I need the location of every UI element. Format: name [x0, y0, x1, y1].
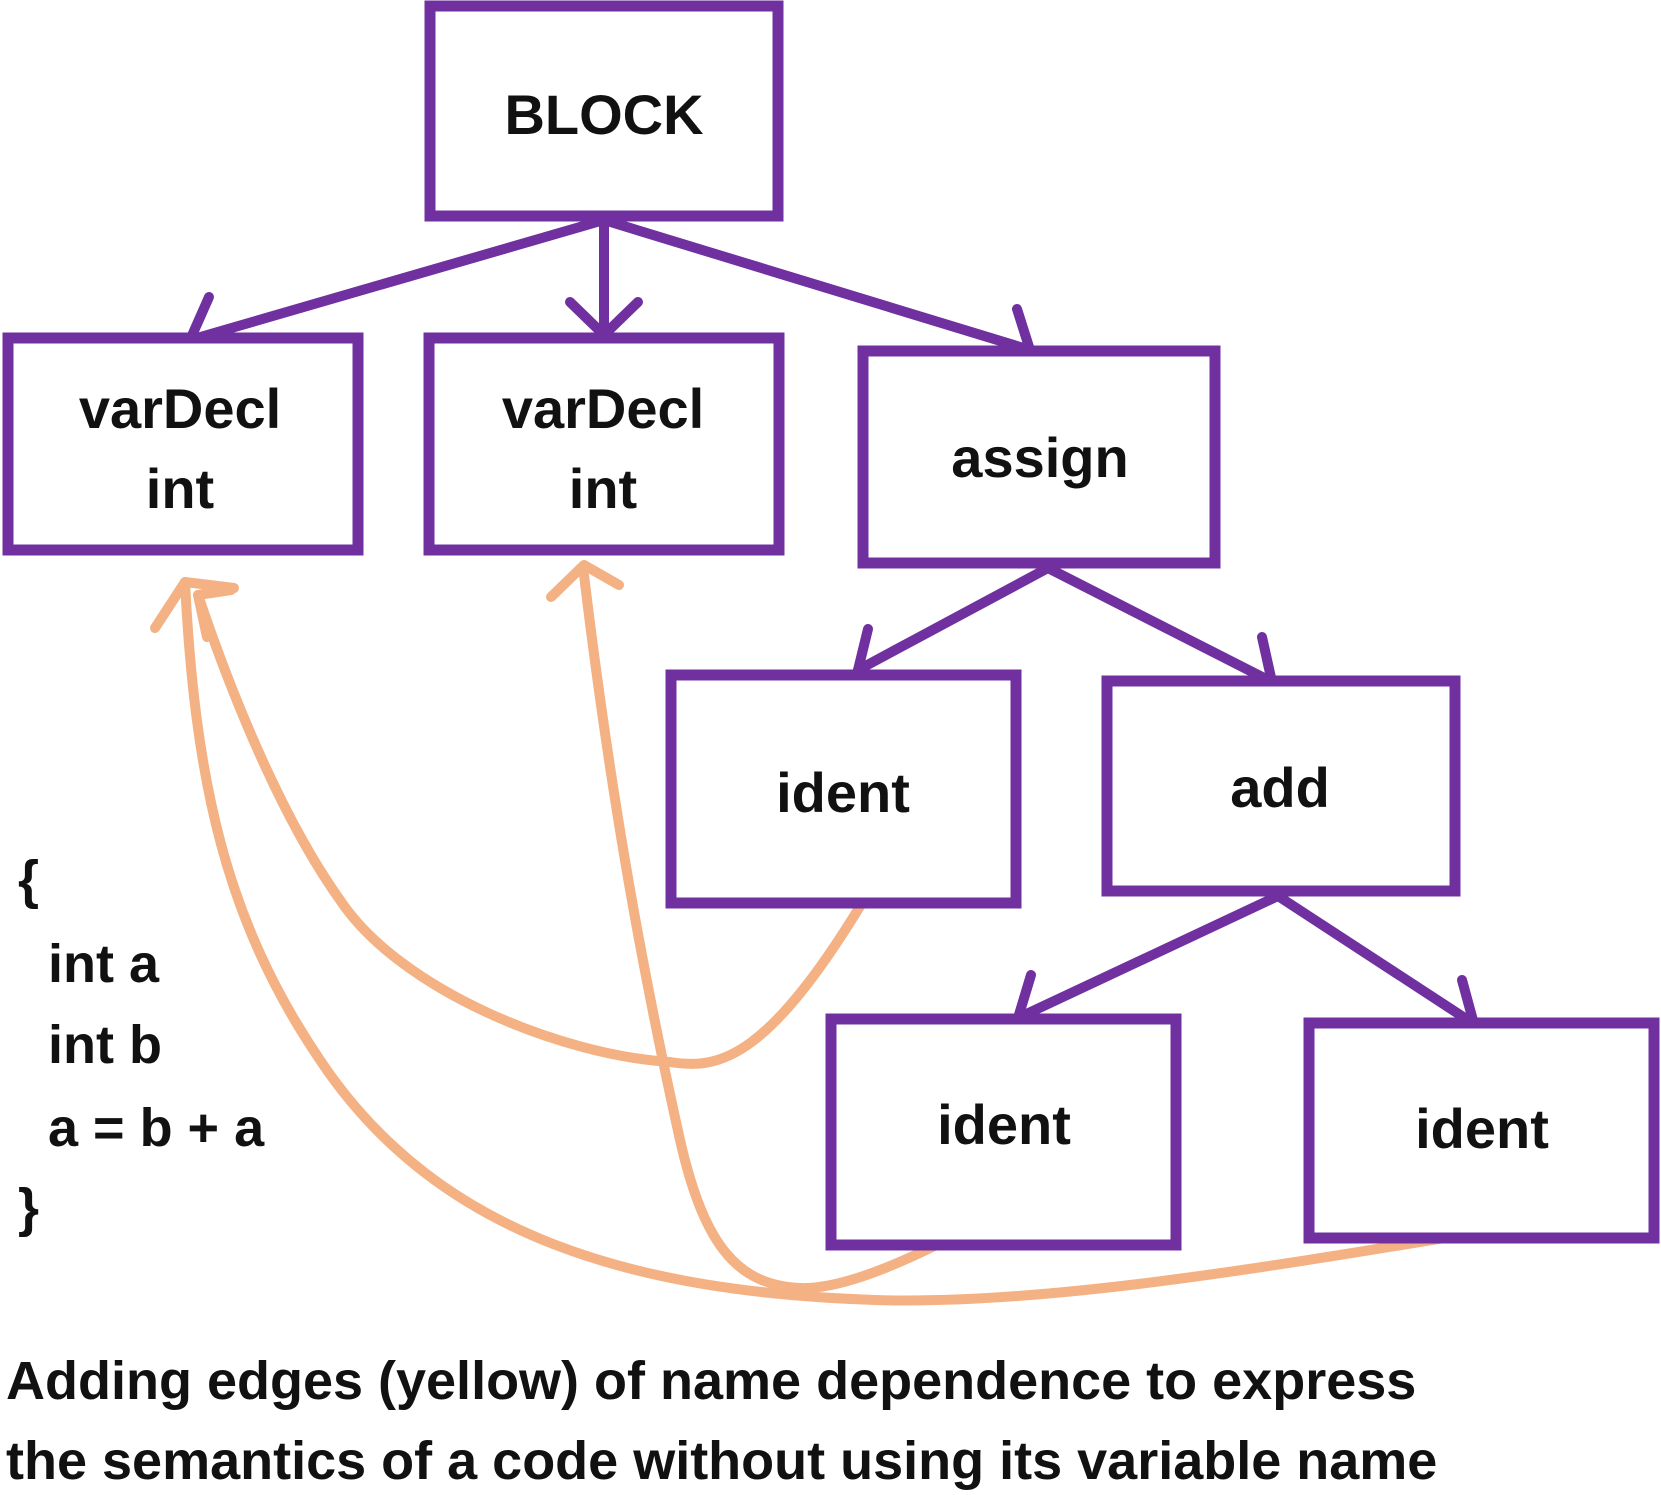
- node-vardecl-b-label-line1: varDecl: [502, 377, 704, 440]
- node-ident-a-box: [1303, 1017, 1660, 1244]
- code-line-assignment: a = b + a: [48, 1098, 265, 1158]
- name-edge-ident-target-arrowhead: [193, 585, 236, 642]
- node-labels: BLOCK varDecl int varDecl int assign ide…: [79, 83, 1549, 1160]
- node-ident-b-label: ident: [937, 1093, 1071, 1156]
- caption-line-1: Adding edges (yellow) of name dependence…: [6, 1351, 1416, 1411]
- node-vardecl-b-label-line2: int: [569, 457, 637, 520]
- code-line-int-a: int a: [48, 934, 160, 994]
- name-edge-ident-b-arrowhead: [546, 560, 624, 602]
- node-ident-a-label: ident: [1415, 1097, 1549, 1160]
- edge-add-to-ident-b: [1013, 891, 1283, 1023]
- name-edge-ident-a-arrowhead: [150, 577, 239, 633]
- name-dependence-edges: [150, 560, 1486, 1306]
- edge-add-to-ident-a: [1273, 891, 1479, 1029]
- caption-line-2: the semantics of a code without using it…: [6, 1431, 1437, 1491]
- code-line-int-b: int b: [48, 1015, 162, 1075]
- caption: Adding edges (yellow) of name dependence…: [6, 1351, 1437, 1491]
- tree-edges: [182, 215, 1481, 1039]
- code-line-open-brace: {: [18, 850, 39, 910]
- node-vardecl-b-box: [423, 332, 785, 556]
- node-block-label: BLOCK: [504, 83, 703, 146]
- edge-assign-to-add: [1043, 563, 1277, 687]
- node-vardecl-a-label-line2: int: [146, 457, 214, 520]
- name-edge-ident-target-to-vardecl-a: [193, 590, 879, 1069]
- node-assign-box: [857, 345, 1221, 569]
- node-ident-target-label: ident: [776, 761, 910, 824]
- name-edge-ident-a-to-vardecl-a: [180, 577, 1486, 1306]
- node-block-box: [424, 0, 784, 222]
- node-assign-label: assign: [951, 426, 1128, 489]
- node-add-label: add: [1230, 756, 1330, 819]
- code-line-close-brace: }: [18, 1178, 39, 1238]
- code-snippet: { int a int b a = b + a }: [18, 850, 265, 1238]
- edge-assign-to-ident-target: [853, 563, 1053, 675]
- node-boxes: [2, 0, 1660, 1251]
- node-add-box: [1101, 675, 1461, 897]
- node-ident-b-box: [825, 1013, 1182, 1251]
- node-vardecl-a-box: [2, 332, 364, 556]
- name-edge-ident-b-to-vardecl-b: [579, 570, 1003, 1294]
- edge-block-to-assign: [599, 215, 1035, 355]
- node-vardecl-a-label-line1: varDecl: [79, 377, 281, 440]
- node-ident-target-box: [665, 669, 1022, 909]
- edge-block-to-vardecl-a: [185, 215, 609, 345]
